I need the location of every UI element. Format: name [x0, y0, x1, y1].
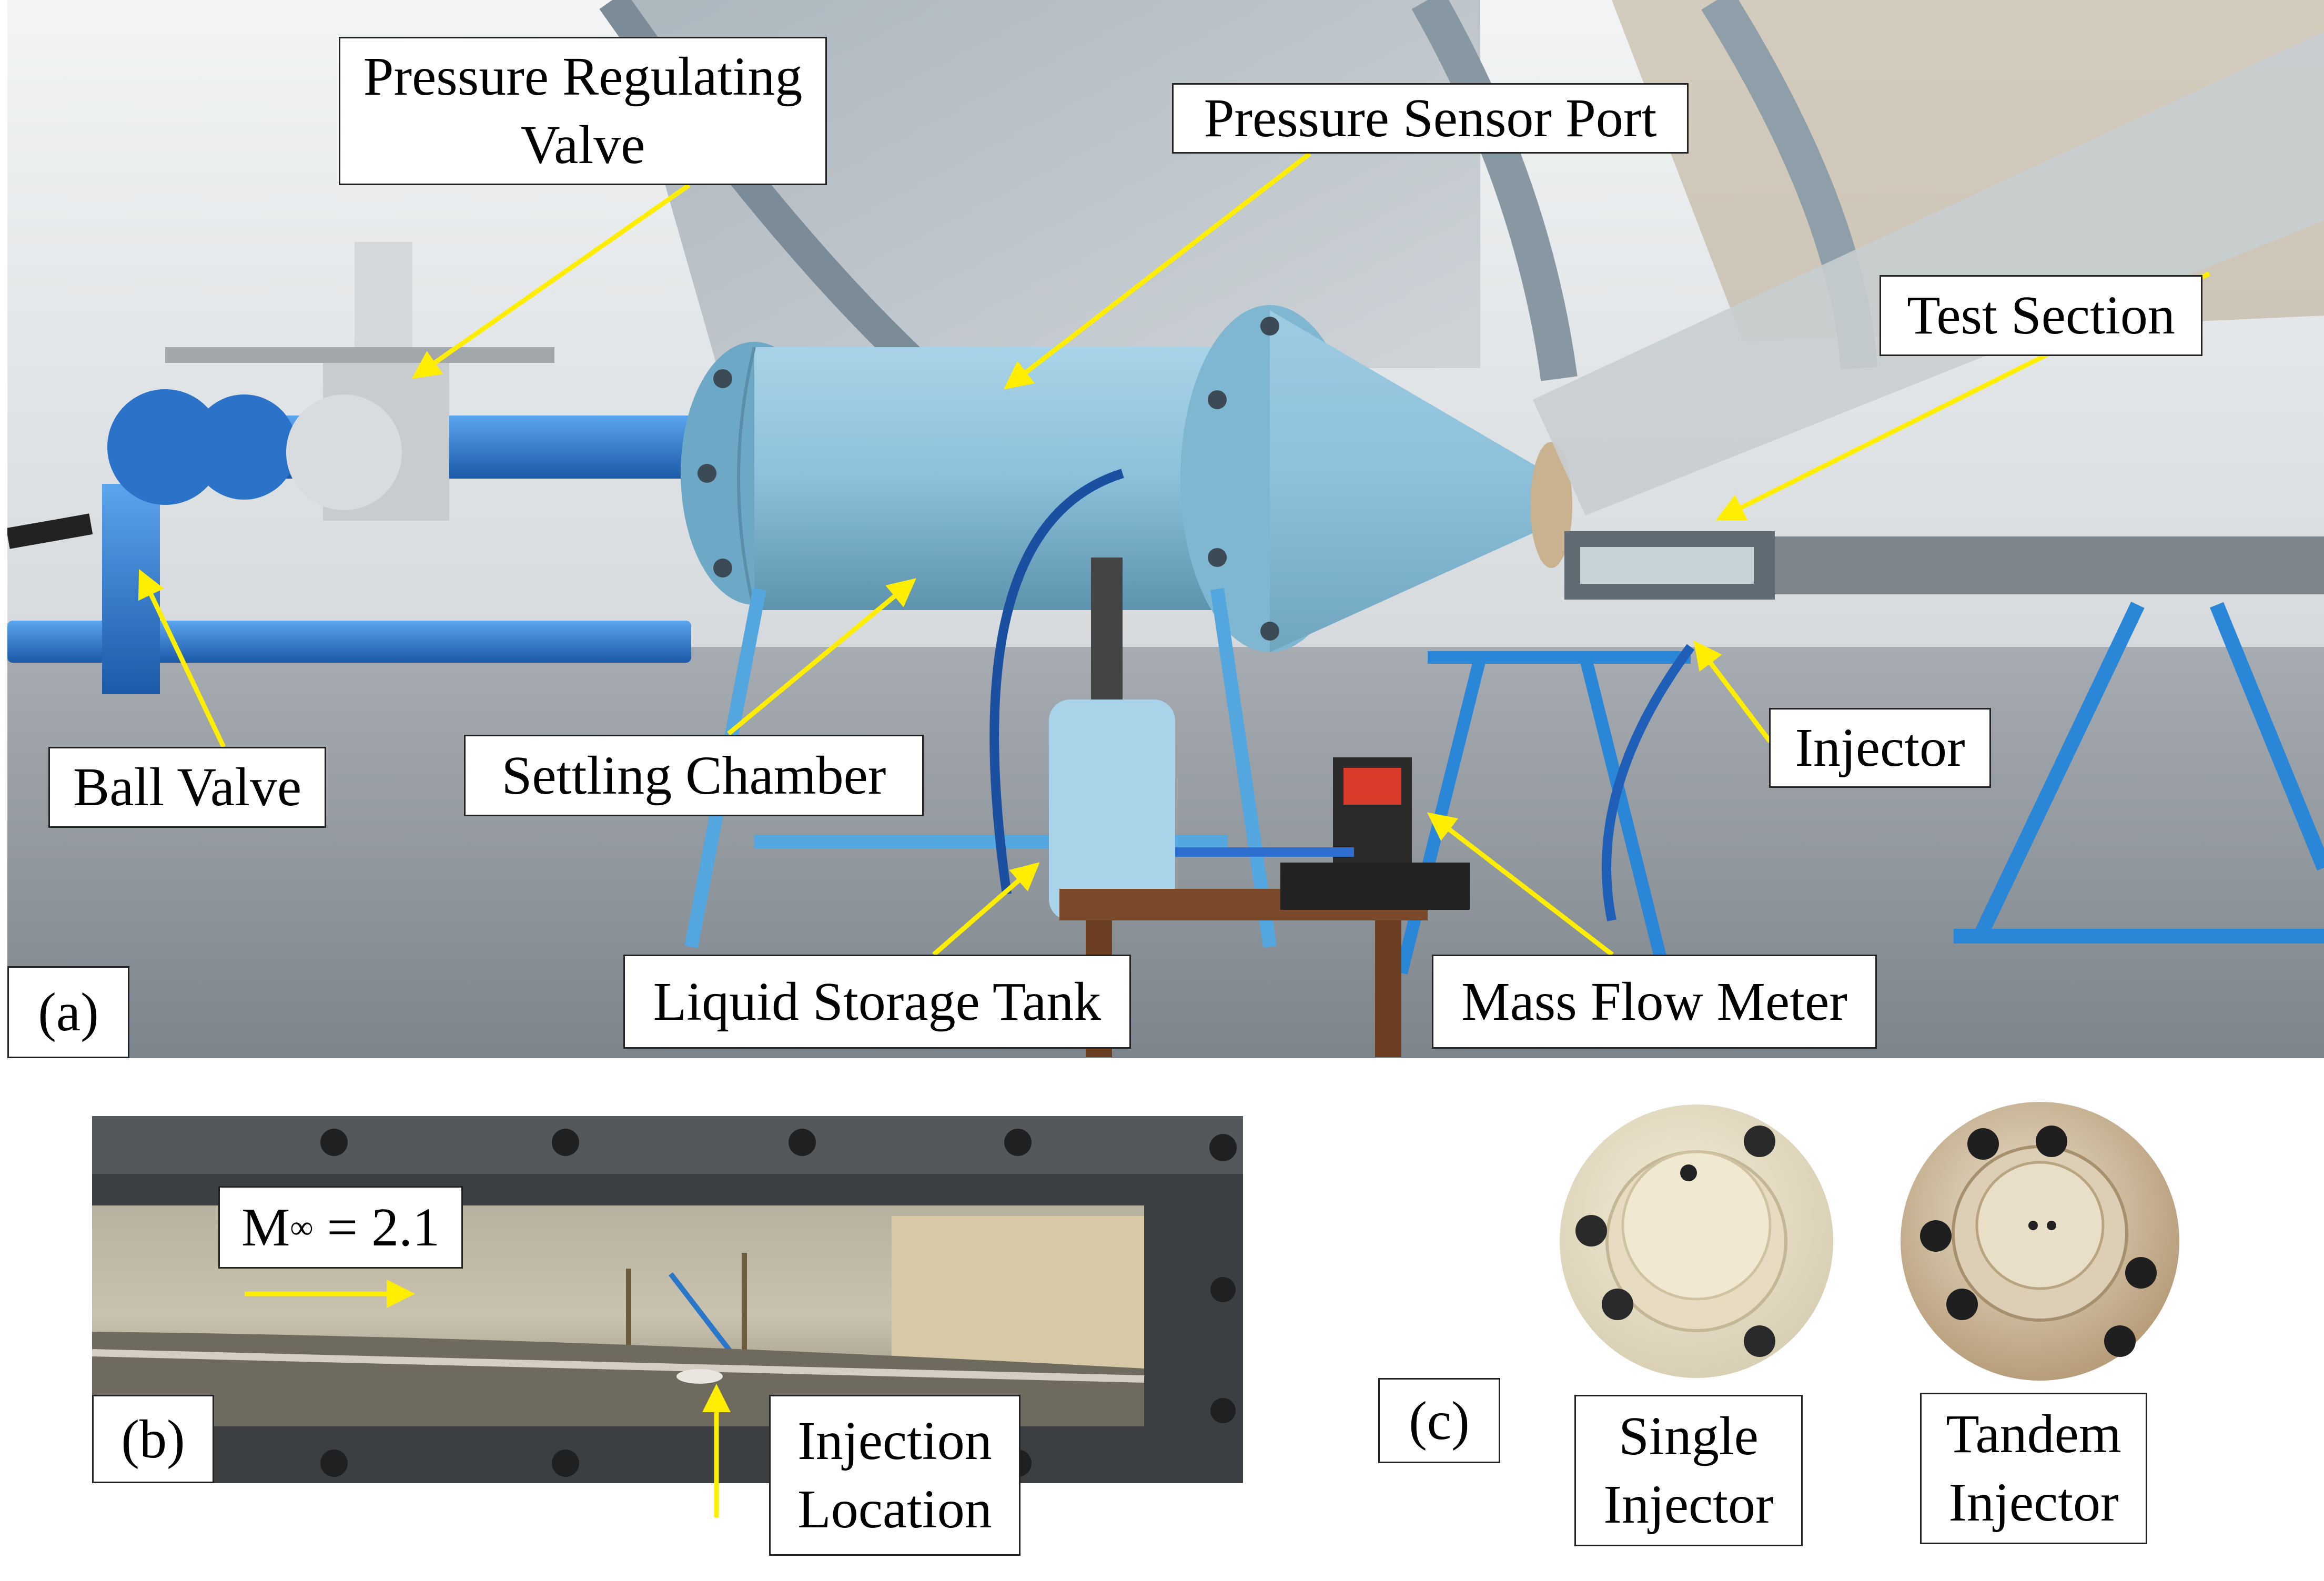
test-section-closeup-illustration — [92, 1116, 1243, 1483]
label-tandem-injector-line2: Injector — [1948, 1472, 2119, 1533]
label-pressure-regulating-valve-line2: Valve — [520, 115, 645, 175]
single-injector-illustration — [1560, 1104, 1833, 1378]
label-tandem-injector: Tandem Injector — [1920, 1393, 2147, 1544]
tandem-injector-illustration — [1901, 1102, 2179, 1381]
panel-b-photo — [92, 1116, 1243, 1483]
label-ball-valve: Ball Valve — [48, 747, 326, 828]
label-test-section: Test Section — [1880, 275, 2202, 356]
label-settling-chamber: Settling Chamber — [464, 735, 924, 816]
label-injection-location: Injection Location — [769, 1395, 1020, 1556]
label-injector: Injector — [1769, 708, 1991, 788]
single-injector-photo — [1554, 1094, 1838, 1389]
label-injection-location-line1: Injection — [797, 1411, 992, 1471]
mach-value: = 2.1 — [313, 1197, 440, 1258]
mach-symbol: M — [241, 1197, 290, 1258]
label-freestream-mach: M∞ = 2.1 — [218, 1186, 463, 1269]
label-pressure-sensor-port: Pressure Sensor Port — [1172, 83, 1689, 154]
panel-a-tag: (a) — [7, 966, 129, 1058]
panel-a-photo — [7, 0, 2324, 1058]
panel-c-tag: (c) — [1378, 1378, 1500, 1463]
label-pressure-regulating-valve-line1: Pressure Regulating — [363, 46, 803, 107]
label-single-injector-line1: Single — [1619, 1406, 1759, 1466]
label-injection-location-line2: Location — [797, 1479, 992, 1539]
facility-photo-illustration — [7, 0, 2324, 1058]
panel-b-tag: (b) — [92, 1395, 214, 1483]
label-single-injector-line2: Injector — [1603, 1474, 1774, 1535]
label-single-injector: Single Injector — [1574, 1395, 1803, 1546]
label-pressure-regulating-valve: Pressure Regulating Valve — [339, 37, 827, 185]
label-liquid-storage-tank: Liquid Storage Tank — [623, 955, 1131, 1049]
mach-subscript: ∞ — [290, 1209, 314, 1245]
label-mass-flow-meter: Mass Flow Meter — [1432, 955, 1877, 1049]
label-tandem-injector-line1: Tandem — [1946, 1404, 2121, 1464]
tandem-injector-photo — [1894, 1094, 2186, 1389]
